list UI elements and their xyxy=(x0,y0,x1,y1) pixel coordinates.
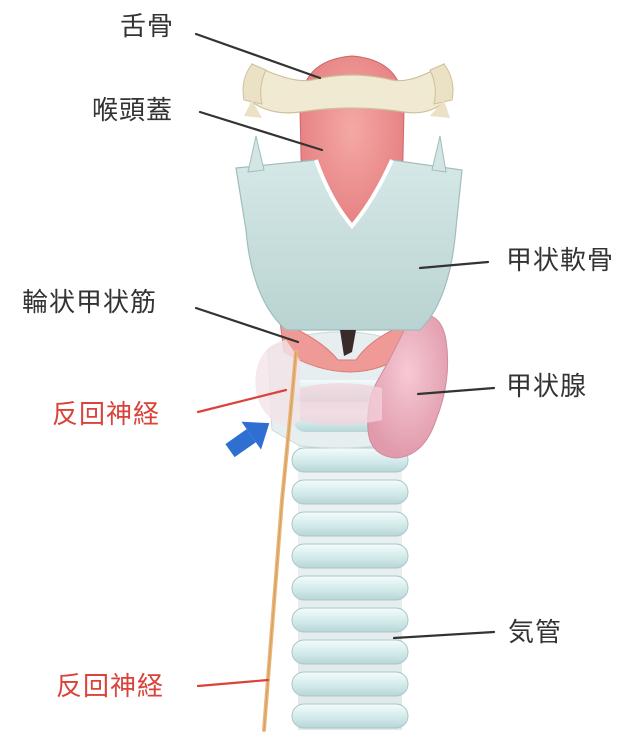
trachea xyxy=(292,430,408,730)
label-trachea: 気管 xyxy=(508,618,562,648)
leader-nerve-lower xyxy=(198,680,268,686)
label-nerve-upper: 反回神経 xyxy=(52,400,160,430)
label-thyroid-gland: 甲状腺 xyxy=(506,372,587,402)
label-epiglottis: 喉頭蓋 xyxy=(92,96,173,126)
label-hyoid: 舌骨 xyxy=(120,12,174,42)
thyroid-cartilage-horn-right xyxy=(432,136,446,172)
leader-trachea xyxy=(394,632,494,638)
label-cricothyroid: 輪状甲状筋 xyxy=(22,288,157,318)
label-nerve-lower: 反回神経 xyxy=(56,672,164,702)
label-thyroid-cartilage: 甲状軟骨 xyxy=(506,246,614,276)
thyroid-cartilage-horn-left xyxy=(248,136,264,172)
trachea-rings xyxy=(292,448,408,728)
thyroid-gland-isthmus xyxy=(300,383,382,425)
